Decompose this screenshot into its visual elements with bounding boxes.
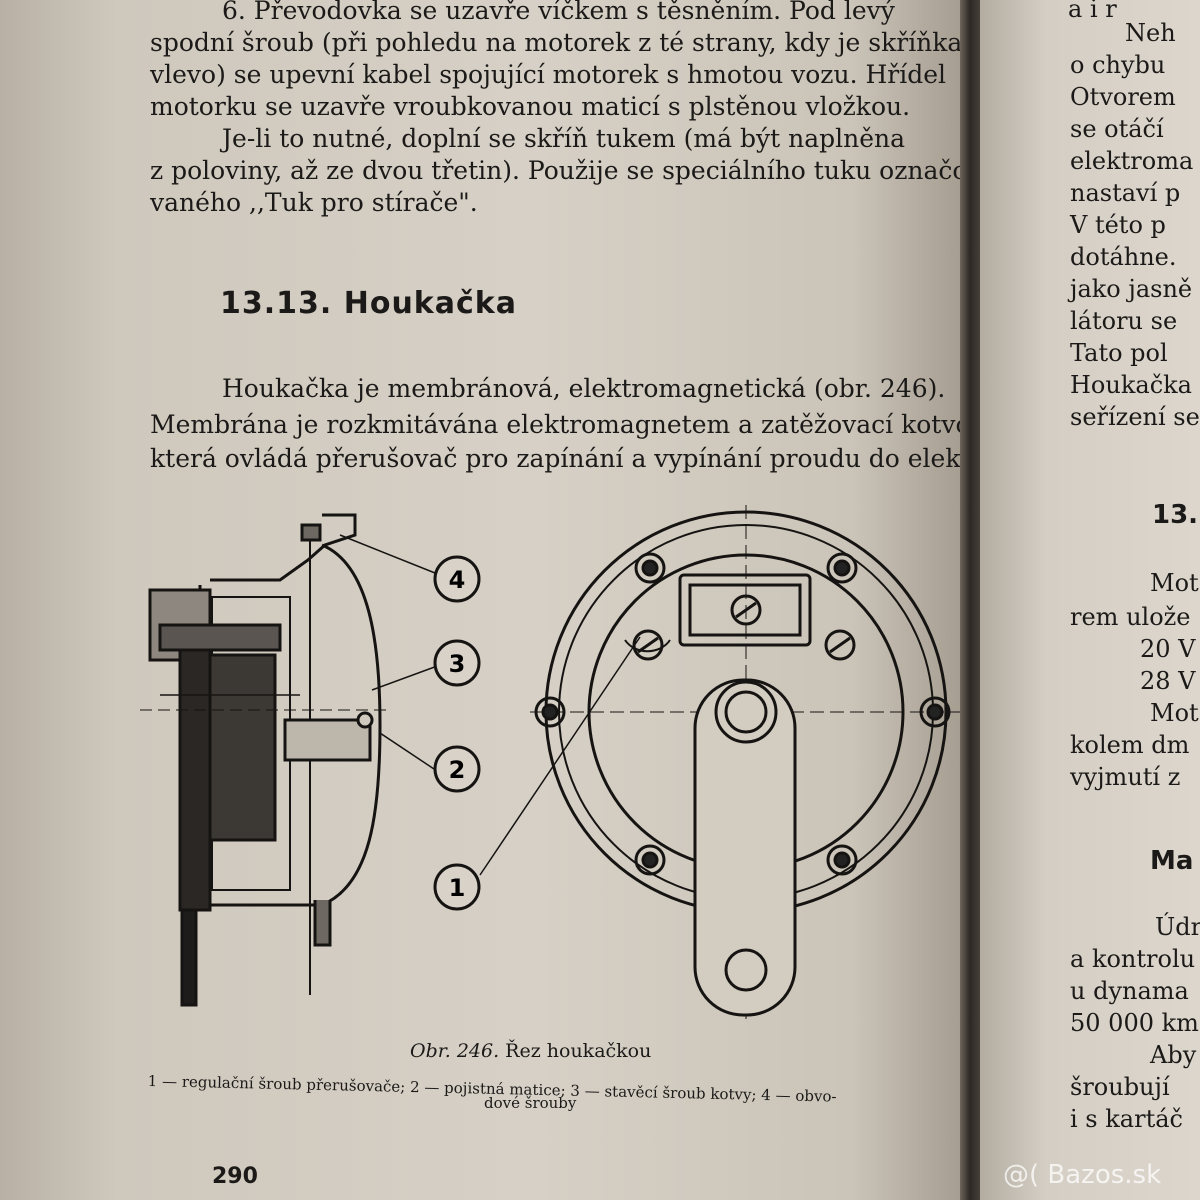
text-line: 50 000 km [1070, 1009, 1199, 1037]
left-page: 6. Převodovka se uzavře víčkem s těsnění… [0, 0, 968, 1200]
body-line: která ovládá přerušovač pro zapínání a v… [150, 444, 968, 473]
section-heading: 13.13. Houkačka [220, 286, 517, 321]
text-line: šroubují [1070, 1073, 1170, 1101]
text-line: o chybu [1070, 51, 1166, 79]
text-line: seřízení se [1070, 403, 1200, 431]
text-line: vyjmutí z [1070, 763, 1181, 791]
text-line: Údr [1155, 913, 1200, 941]
text-line: 28 V [1140, 667, 1196, 695]
text-line: vlevo) se upevní kabel spojující motorek… [150, 60, 947, 89]
text-line: 6. Převodovka se uzavře víčkem s těsnění… [222, 0, 895, 25]
text-line: z poloviny, až ze dvou třetin). Použije … [150, 156, 968, 185]
text-line: dotáhne. [1070, 243, 1177, 271]
text-line: Aby [1150, 1041, 1197, 1069]
callout-2: 2 [449, 756, 466, 784]
text-line: kolem dm [1070, 731, 1190, 759]
text-line: Je-li to nutné, doplní se skříň tukem (m… [222, 124, 906, 153]
text-line: V této p [1070, 211, 1166, 239]
text-line: spodní šroub (při pohledu na motorek z t… [150, 28, 963, 57]
text-line: jako jasně [1070, 275, 1193, 303]
text-line: i s kartáč [1070, 1105, 1183, 1133]
page-number: 290 [212, 1164, 258, 1189]
text-line: 20 V [1140, 635, 1196, 663]
figure-legend-continuation: dové šrouby [484, 1094, 577, 1112]
text-line: motorku se uzavře vroubkovanou maticí s … [150, 92, 911, 121]
text-line: a kontrolu [1070, 945, 1196, 973]
right-page: a i r Neh o chybu Otvorem se otáčí elekt… [980, 0, 1200, 1200]
text-line: Tato pol [1070, 339, 1168, 367]
text-line: a i r [1068, 0, 1117, 23]
horn-side-view [140, 513, 390, 1007]
text-line: Mot [1150, 569, 1199, 597]
horn-front-view [530, 505, 960, 1025]
caption-label: Obr. 246. [410, 1040, 500, 1062]
callout-1: 1 [449, 874, 466, 902]
text-line: Otvorem [1070, 83, 1176, 111]
text-line: látoru se [1070, 307, 1178, 335]
figure-caption: Obr. 246. Řez houkačkou [410, 1040, 651, 1062]
text-line: se otáčí [1070, 115, 1164, 143]
text-line: elektroma [1070, 147, 1194, 175]
text-line: Houkačka [1070, 371, 1192, 399]
text-line: Mot [1150, 699, 1199, 727]
body-line: Houkačka je membránová, elektromagnetick… [222, 374, 946, 403]
text-line: rem ulože [1070, 603, 1191, 631]
right-section-heading-2: Ma [1150, 846, 1194, 876]
right-section-heading: 13.1 [1152, 500, 1200, 530]
callout-3: 3 [449, 650, 466, 678]
text-line: nastaví p [1070, 179, 1181, 207]
caption-title: Řez houkačkou [505, 1040, 652, 1062]
text-line: u dynama [1070, 977, 1189, 1005]
callout-4: 4 [449, 566, 466, 594]
book-gutter [960, 0, 982, 1200]
watermark: @( Bazos.sk [1003, 1160, 1162, 1190]
body-line: Membrána je rozkmitávána elektromagnetem… [150, 410, 968, 439]
horn-cross-section-figure: 4 3 2 1 [140, 505, 960, 1025]
text-line: vaného ,,Tuk pro stírače". [150, 188, 478, 217]
text-line: Neh [1125, 19, 1176, 47]
